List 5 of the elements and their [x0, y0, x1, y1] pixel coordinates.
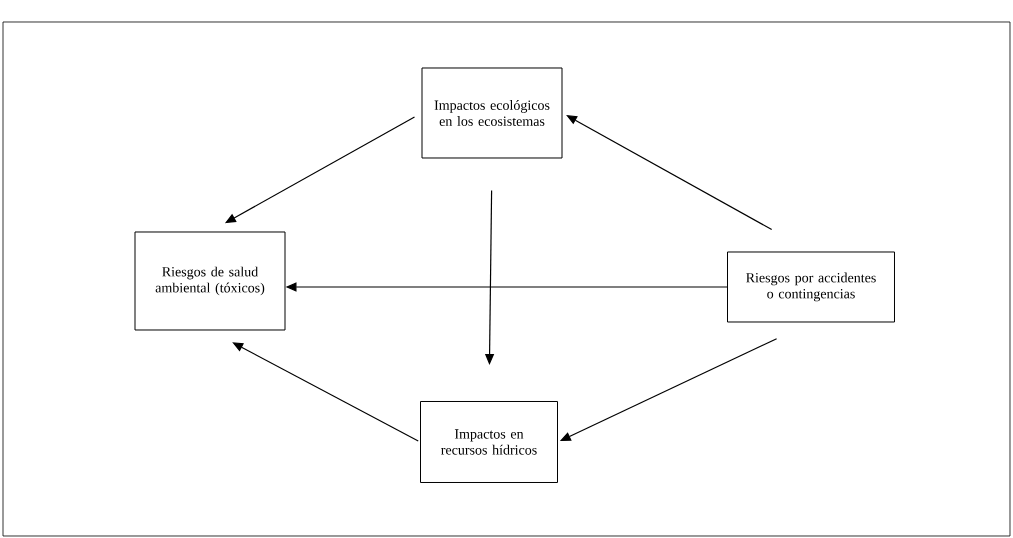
text-box: Impactos ecológicos en los ecosistemas	[421, 67, 563, 159]
text-box: Riesgos por accidentes o contingencias	[727, 251, 895, 323]
text-box: Impactos en recursos hídricos	[420, 401, 558, 483]
text-box: Riesgos de salud ambiental (tóxicos)	[134, 231, 286, 331]
arrow	[232, 342, 419, 442]
